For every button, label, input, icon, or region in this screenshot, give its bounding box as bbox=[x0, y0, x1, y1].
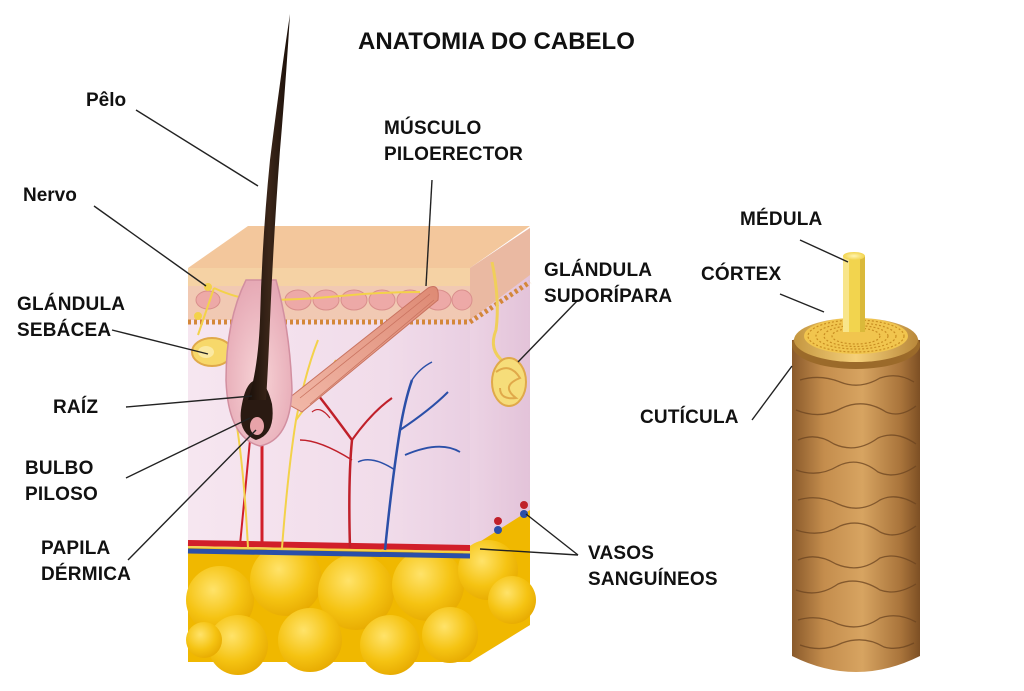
label-nervo: Nervo bbox=[23, 183, 77, 209]
label-musculo-line1: MÚSCULO bbox=[384, 116, 481, 142]
label-glandula-sebacea-line2: SEBÁCEA bbox=[17, 318, 111, 344]
label-pelo: Pêlo bbox=[86, 88, 126, 114]
label-papila-line1: PAPILA bbox=[41, 536, 110, 562]
label-musculo-line2: PILOERECTOR bbox=[384, 142, 523, 168]
label-glandula-sebacea-line1: GLÁNDULA bbox=[17, 292, 125, 318]
label-papila-line2: DÉRMICA bbox=[41, 562, 131, 588]
label-bulbo-line2: PILOSO bbox=[25, 482, 98, 508]
label-sudoripara-line2: SUDORÍPARA bbox=[544, 284, 672, 310]
label-raiz: RAÍZ bbox=[53, 395, 98, 421]
label-sudoripara-line1: GLÁNDULA bbox=[544, 258, 652, 284]
label-bulbo-line1: BULBO bbox=[25, 456, 94, 482]
label-vasos-line2: SANGUÍNEOS bbox=[588, 567, 718, 593]
label-cortex: CÓRTEX bbox=[701, 262, 781, 288]
label-cuticula: CUTÍCULA bbox=[640, 405, 739, 431]
label-medula: MÉDULA bbox=[740, 207, 822, 233]
hair-strand-section bbox=[792, 252, 920, 672]
skin-top-face bbox=[188, 226, 530, 268]
dermal-papilla bbox=[250, 417, 264, 435]
diagram-title: ANATOMIA DO CABELO bbox=[358, 29, 635, 55]
label-vasos-line1: VASOS bbox=[588, 541, 654, 567]
